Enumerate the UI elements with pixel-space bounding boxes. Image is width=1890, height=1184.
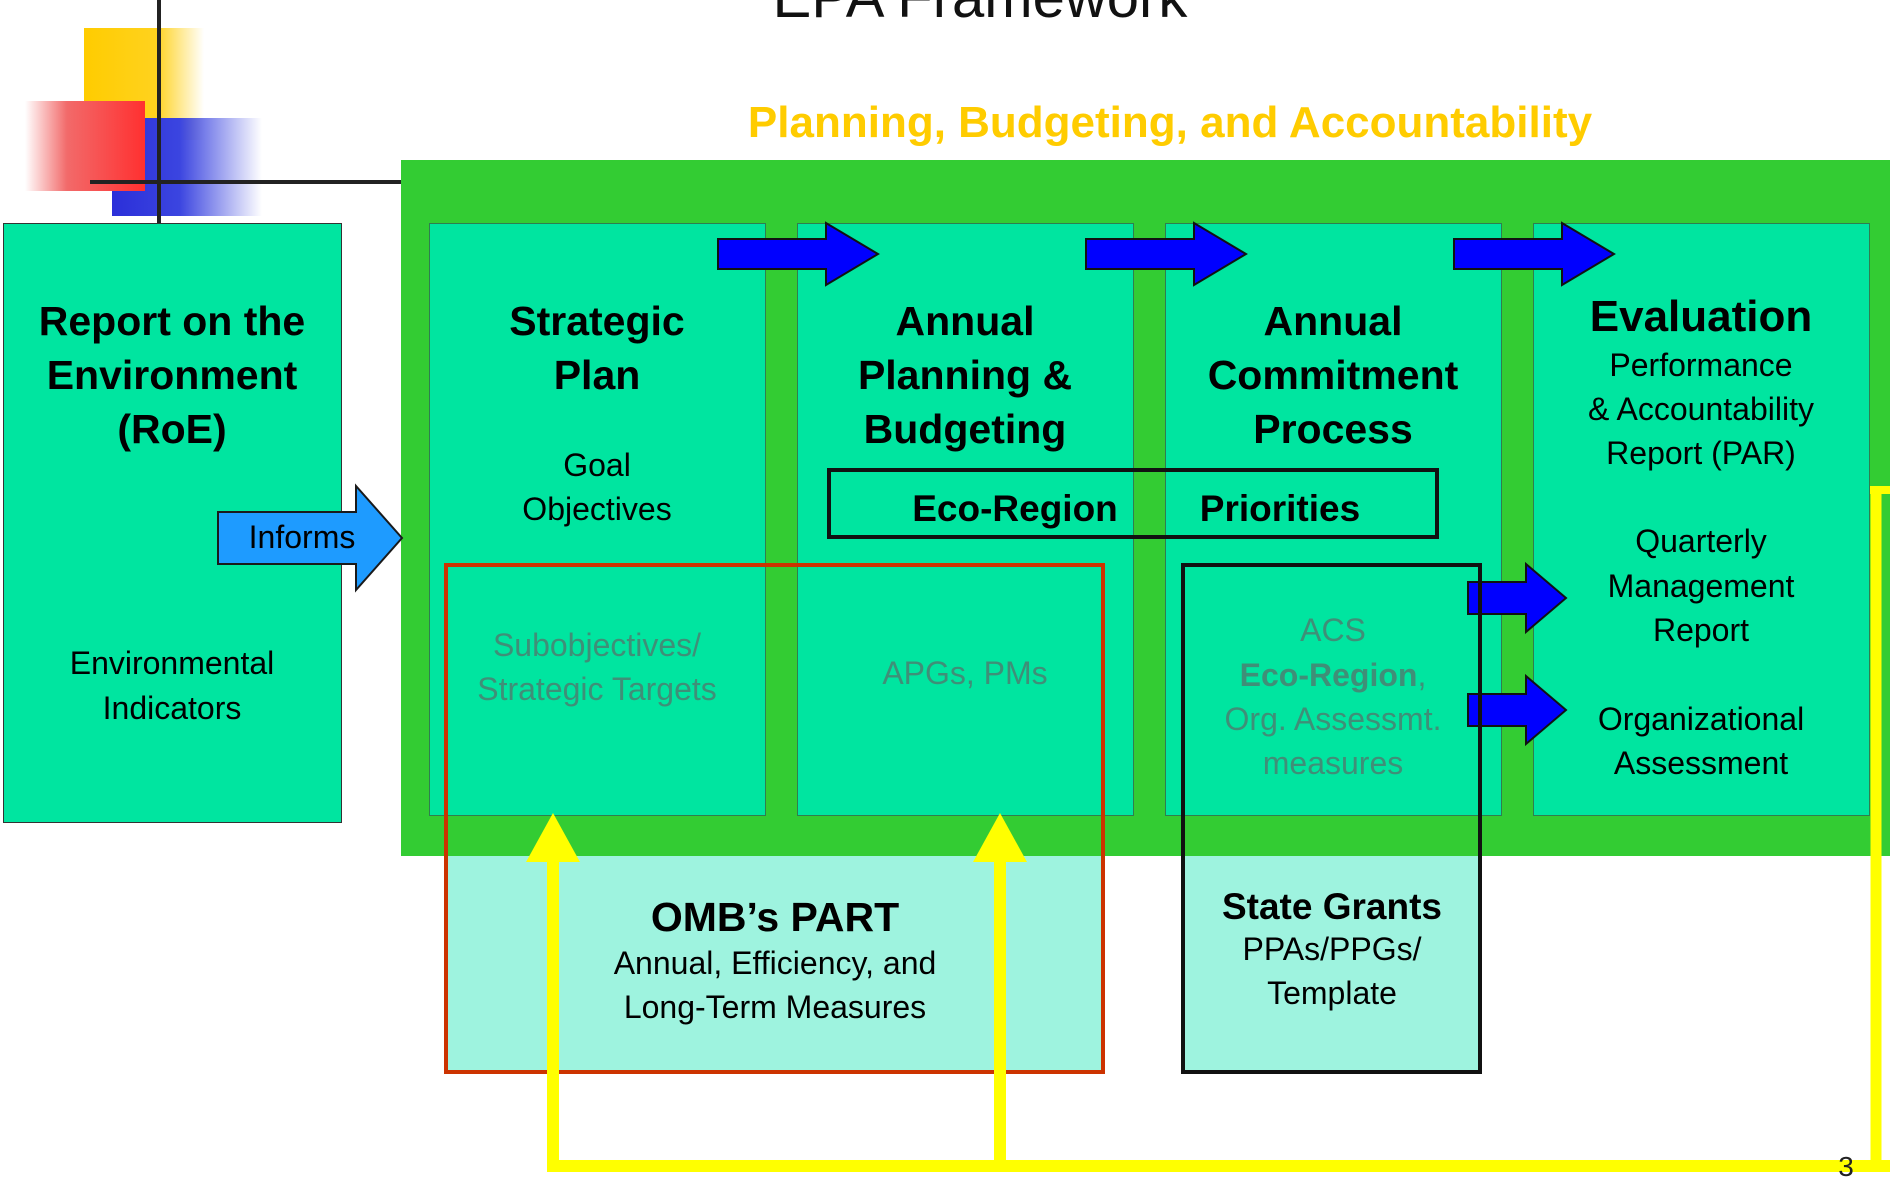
strategic-plan-box: Strategic Plan Goal Objectives Subobject… (429, 223, 766, 816)
arrow-strategic-to-annual (717, 221, 880, 287)
annual-planning-title-3: Budgeting (863, 406, 1067, 452)
eco-region-priorities-bar (827, 468, 1439, 539)
arrow-annual-to-commitment (1085, 221, 1248, 287)
acs-eco-region-line: Eco-Region, (1166, 656, 1500, 695)
omb-part-body-2: Long-Term Measures (623, 989, 927, 1025)
strategic-plan-sub-2: Strategic Targets (477, 671, 717, 707)
acs-eco-region: Eco-Region (1239, 657, 1418, 693)
evaluation-qmr-1: Quarterly (1635, 523, 1767, 559)
state-grants-body-2: Template (1267, 975, 1397, 1011)
state-grants-title: State Grants (1221, 886, 1442, 927)
roe-title-line-3: (RoE) (117, 406, 227, 452)
omb-part-body-1: Annual, Efficiency, and (613, 945, 937, 981)
evaluation-org-2: Assessment (1613, 745, 1789, 781)
annual-commitment-title-3: Process (1253, 406, 1413, 452)
arrow-acs-to-qmr (1467, 561, 1568, 635)
annual-planning-title-2: Planning & (857, 352, 1073, 398)
annual-planning-box: Annual Planning & Budgeting APGs, PMs (797, 223, 1134, 816)
roe-body-line-1: Environmental (69, 645, 275, 681)
strategic-plan-title-2: Plan (553, 352, 641, 398)
acs-measures: measures (1262, 745, 1404, 781)
annual-commitment-title-1: Annual (1263, 298, 1403, 344)
evaluation-qmr-2: Management (1607, 568, 1795, 604)
banner-title: Planning, Budgeting, and Accountability (747, 98, 1593, 147)
yellow-loop-lines (547, 486, 1890, 1172)
strategic-plan-body-1: Goal (563, 447, 631, 483)
annual-planning-sub: APGs, PMs (882, 655, 1048, 691)
acs-eco-comma: , (1417, 657, 1427, 693)
omb-part-outline (444, 563, 1105, 1074)
slide-title: EPA Framework (600, 0, 1360, 30)
arrow-acs-to-org (1467, 673, 1568, 747)
decor-vertical-line (157, 0, 161, 226)
state-grants-background (1182, 856, 1482, 1072)
arrow-commitment-to-evaluation (1453, 221, 1616, 287)
decor-red-square (25, 101, 145, 191)
eco-priorities-right: Priorities (1199, 488, 1361, 529)
roe-title-line-2: Environment (46, 352, 298, 398)
informs-label: Informs (248, 519, 356, 555)
roe-title-line-1: Report on the (38, 298, 306, 344)
informs-arrow (217, 483, 404, 593)
evaluation-qmr-3: Report (1652, 612, 1750, 648)
state-grants-outline (1181, 563, 1482, 1074)
evaluation-box: Evaluation Performance & Accountability … (1533, 223, 1870, 816)
yellow-arrowhead-strategic (526, 813, 580, 862)
evaluation-par-3: Report (PAR) (1606, 435, 1796, 471)
strategic-plan-title-1: Strategic (509, 298, 685, 344)
acs-label: ACS (1300, 612, 1366, 648)
strategic-plan-sub-1: Subobjectives/ (492, 627, 702, 663)
page-number: 3 (1838, 1151, 1854, 1182)
evaluation-title: Evaluation (1589, 292, 1813, 341)
roe-body-line-2: Indicators (102, 690, 242, 726)
evaluation-par-2: & Accountability (1588, 391, 1814, 427)
yellow-arrowhead-annual (973, 813, 1027, 862)
omb-part-title: OMB’s PART (650, 894, 900, 940)
evaluation-org-1: Organizational (1597, 701, 1805, 737)
evaluation-par-1: Performance (1609, 347, 1793, 383)
decor-horizontal-line (90, 180, 410, 184)
annual-commitment-title-2: Commitment (1207, 352, 1459, 398)
strategic-plan-body-2: Objectives (522, 491, 672, 527)
eco-priorities-left: Eco-Region (912, 488, 1118, 529)
state-grants-body-1: PPAs/PPGs/ (1242, 931, 1422, 967)
annual-planning-title-1: Annual (895, 298, 1035, 344)
acs-org-line: Org. Assessmt. (1224, 701, 1442, 737)
annual-commitment-box: Annual Commitment Process ACS Eco-Region… (1165, 223, 1502, 816)
